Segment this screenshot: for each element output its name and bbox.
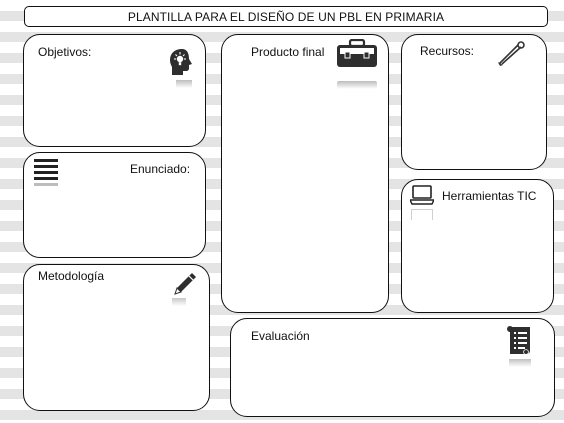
producto-final-label: Producto final [251, 45, 325, 59]
card-metodologia[interactable]: Metodología [23, 264, 210, 411]
briefcase-icon-reflection [337, 81, 377, 89]
head-lightbulb-icon-reflection [176, 80, 192, 88]
metodologia-label: Metodología [38, 269, 105, 283]
safety-pin-icon [496, 41, 526, 67]
scroll-checklist-icon-reflection [509, 359, 531, 367]
title-bar: PLANTILLA PARA EL DISEÑO DE UN PBL EN PR… [24, 6, 548, 27]
card-enunciado[interactable]: Enunciado: [23, 152, 206, 258]
list-lines-icon [34, 158, 58, 182]
head-lightbulb-icon [168, 47, 196, 77]
evaluacion-label: Evaluación [251, 329, 310, 343]
pencil-icon-reflection [172, 298, 186, 306]
enunciado-label: Enunciado: [130, 162, 191, 176]
card-producto-final[interactable]: Producto final [221, 34, 389, 313]
card-recursos[interactable]: Recursos: [401, 34, 547, 170]
herramientas-tic-label: Herramientas TIC [442, 189, 537, 203]
pencil-icon [172, 271, 198, 297]
card-evaluacion[interactable]: Evaluación [230, 318, 555, 417]
card-objetivos[interactable]: Objetivos: [23, 34, 206, 147]
list-lines-icon-reflection [34, 183, 58, 186]
scroll-checklist-icon [506, 325, 534, 355]
laptop-icon [410, 185, 434, 205]
objetivos-label: Objetivos: [38, 45, 92, 59]
card-herramientas-tic[interactable]: Herramientas TIC [401, 179, 554, 313]
recursos-label: Recursos: [420, 44, 475, 58]
page-title: PLANTILLA PARA EL DISEÑO DE UN PBL EN PR… [127, 9, 445, 24]
laptop-icon-reflection [411, 209, 433, 220]
briefcase-icon [336, 39, 378, 69]
